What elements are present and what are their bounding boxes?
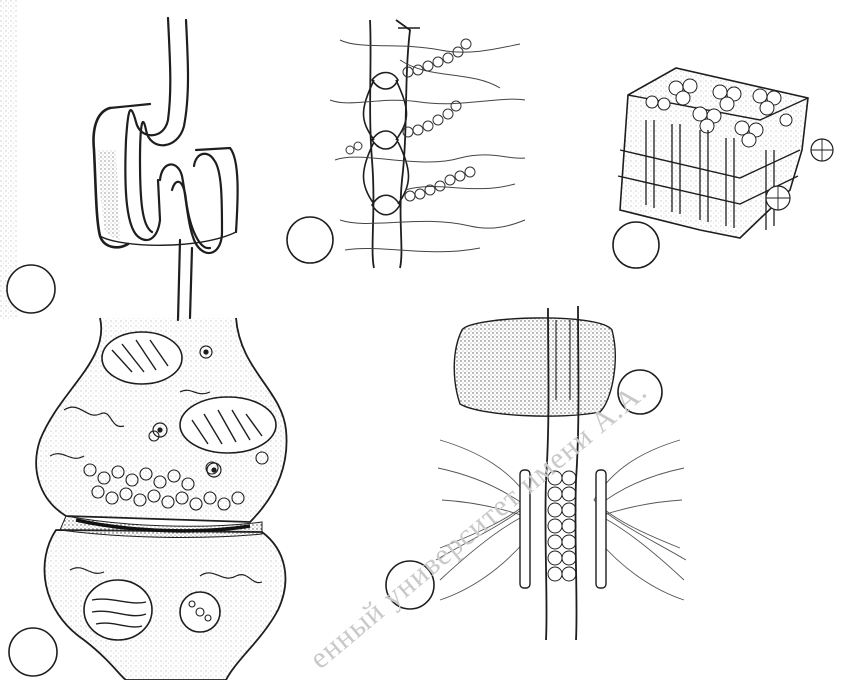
- panel-b-label-circle: [287, 217, 333, 263]
- panel-b-desmosome: [364, 20, 421, 268]
- panel-a-label-circle: [7, 265, 55, 313]
- panel-b-beaded-chains: [346, 39, 475, 201]
- panel-c-gap-junction: [618, 68, 833, 238]
- panel-d-synapse: [36, 318, 286, 680]
- panel-b-filaments: [330, 40, 525, 252]
- panel-a-stipple: [98, 150, 120, 240]
- panel-c-label-circle: [613, 222, 659, 268]
- panel-d-label-circle: [9, 628, 57, 676]
